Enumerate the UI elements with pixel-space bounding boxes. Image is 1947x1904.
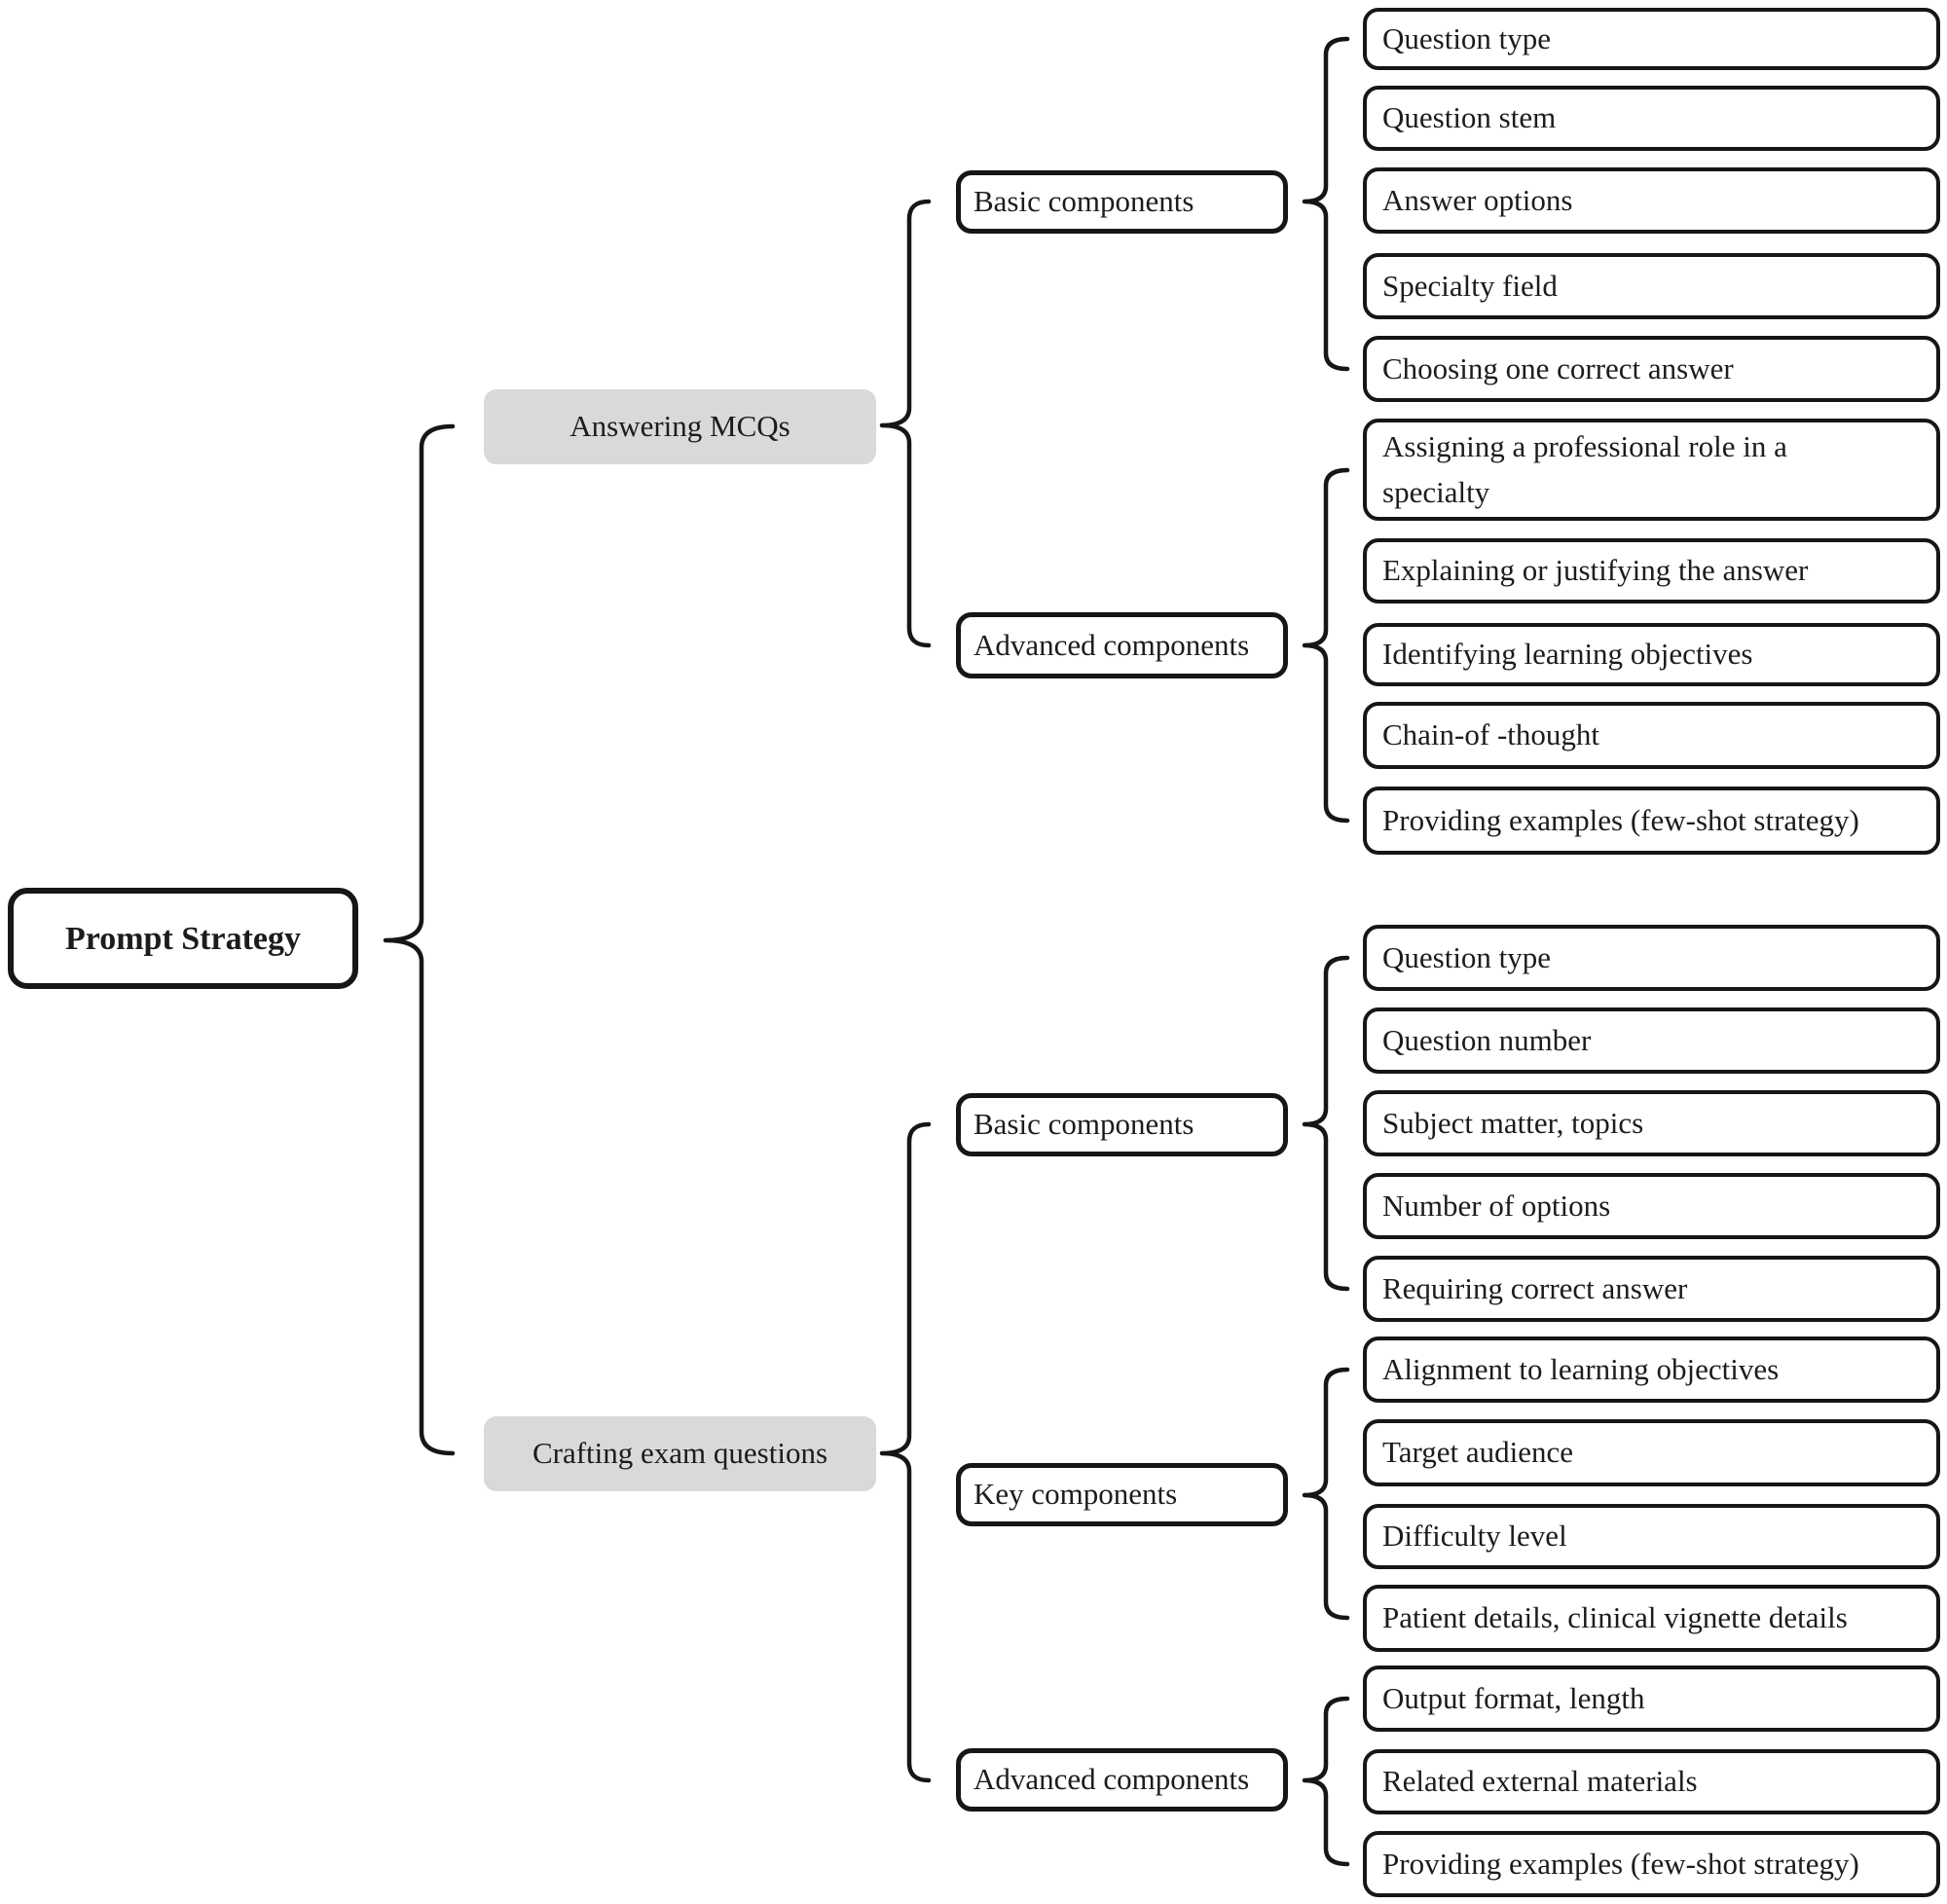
- leaf-specialty-field: Specialty field: [1363, 253, 1940, 319]
- leaf-question-number: Question number: [1363, 1007, 1940, 1074]
- leaf-answer-options: Answer options: [1363, 167, 1940, 234]
- node-advanced-components-2: Advanced components: [956, 1748, 1288, 1812]
- brace-basic-components-1: [1302, 36, 1350, 372]
- leaf-providing-examples-1: Providing examples (few-shot strategy): [1363, 787, 1940, 855]
- leaf-question-type-2: Question type: [1363, 925, 1940, 991]
- brace-root: [383, 423, 456, 1456]
- leaf-question-stem: Question stem: [1363, 86, 1940, 151]
- leaf-assigning-professional-role-label: Assigning a professional role in a speci…: [1382, 429, 1787, 509]
- leaf-alignment-to-learning-objectives: Alignment to learning objectives: [1363, 1336, 1940, 1403]
- brace-basic-components-2: [1302, 955, 1350, 1292]
- node-basic-components-2: Basic components: [956, 1093, 1288, 1156]
- leaf-subject-matter-topics: Subject matter, topics: [1363, 1090, 1940, 1156]
- node-prompt-strategy: Prompt Strategy: [8, 888, 358, 989]
- leaf-question-type: Question type: [1363, 8, 1940, 70]
- node-advanced-components-1: Advanced components: [956, 612, 1288, 678]
- leaf-choosing-one-correct-answer: Choosing one correct answer: [1363, 336, 1940, 402]
- brace-advanced-components-1: [1302, 467, 1350, 824]
- leaf-explaining-or-justifying: Explaining or justifying the answer: [1363, 538, 1940, 604]
- leaf-target-audience: Target audience: [1363, 1419, 1940, 1486]
- leaf-assigning-professional-role: Assigning a professional role in a speci…: [1363, 419, 1940, 521]
- node-crafting-exam-questions: Crafting exam questions: [484, 1416, 876, 1491]
- brace-key-components: [1302, 1367, 1350, 1621]
- leaf-difficulty-level: Difficulty level: [1363, 1504, 1940, 1569]
- node-key-components: Key components: [956, 1463, 1288, 1526]
- brace-advanced-components-2: [1302, 1696, 1350, 1867]
- leaf-number-of-options: Number of options: [1363, 1173, 1940, 1239]
- leaf-patient-details: Patient details, clinical vignette detai…: [1363, 1585, 1940, 1652]
- brace-crafting-exam-questions: [879, 1121, 932, 1783]
- leaf-output-format-length: Output format, length: [1363, 1666, 1940, 1732]
- leaf-chain-of-thought: Chain-of -thought: [1363, 702, 1940, 769]
- leaf-providing-examples-2: Providing examples (few-shot strategy): [1363, 1831, 1940, 1897]
- leaf-related-external-materials: Related external materials: [1363, 1749, 1940, 1814]
- leaf-identifying-learning-objectives: Identifying learning objectives: [1363, 623, 1940, 686]
- node-answering-mcqs: Answering MCQs: [484, 389, 876, 464]
- node-basic-components-1: Basic components: [956, 170, 1288, 234]
- leaf-requiring-correct-answer: Requiring correct answer: [1363, 1256, 1940, 1322]
- brace-answering-mcqs: [879, 199, 932, 648]
